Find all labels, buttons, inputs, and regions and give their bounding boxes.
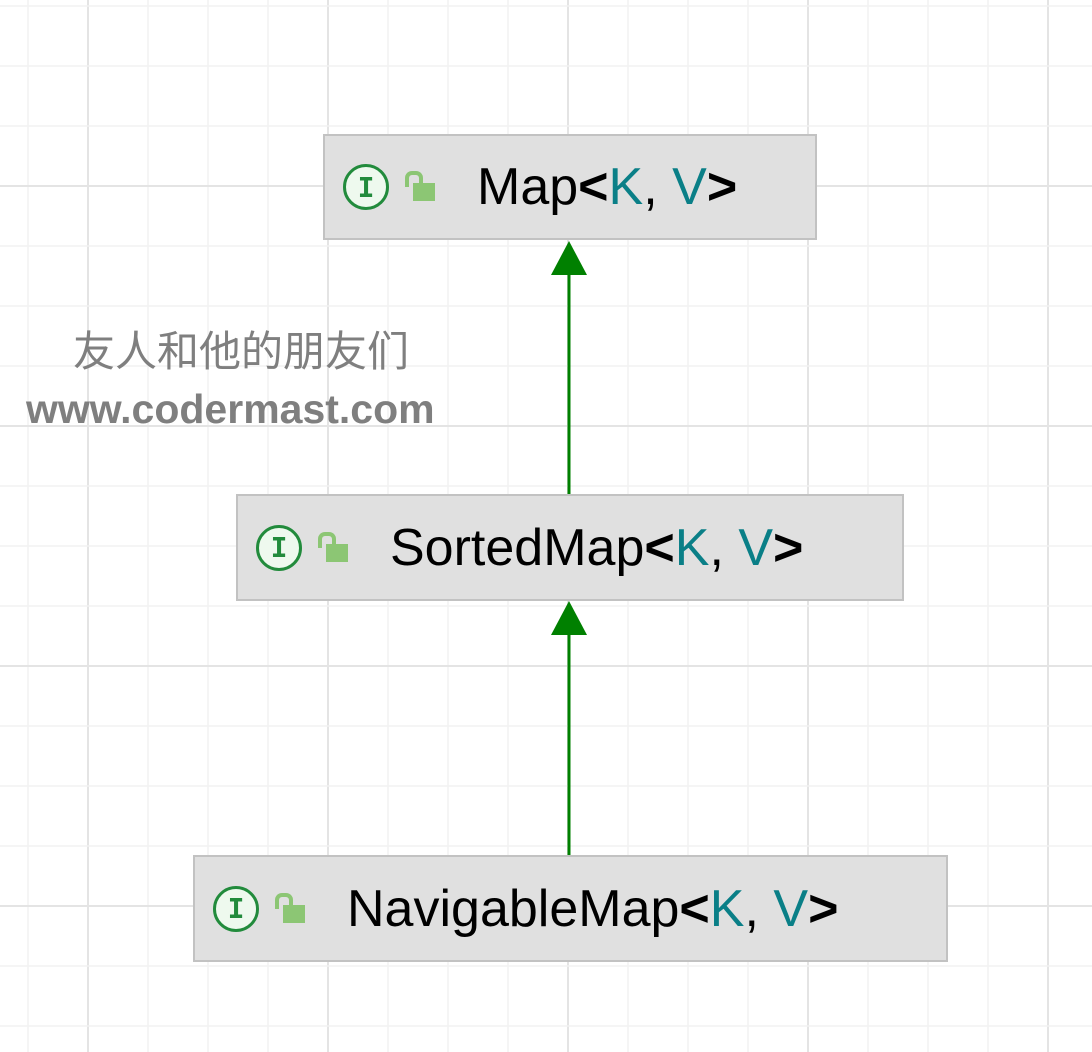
node-title: Map<K, V> xyxy=(477,158,738,216)
unlock-icon xyxy=(405,171,437,203)
node-navigablemap[interactable]: I NavigableMap<K, V> xyxy=(193,855,948,962)
watermark-line1: 友人和他的朋友们 xyxy=(73,328,410,375)
interface-icon: I xyxy=(343,164,389,210)
node-map[interactable]: I Map<K, V> xyxy=(323,134,817,240)
node-title: NavigableMap<K, V> xyxy=(347,879,839,938)
node-sortedmap[interactable]: I SortedMap<K, V> xyxy=(236,494,904,601)
arrowhead-sortedmap xyxy=(551,601,587,635)
node-title: SortedMap<K, V> xyxy=(390,518,804,577)
arrowhead-map xyxy=(551,241,587,275)
interface-icon: I xyxy=(213,885,259,932)
interface-icon: I xyxy=(256,524,302,571)
unlock-icon xyxy=(275,892,307,925)
watermark-line2: www.codermast.com xyxy=(26,386,435,432)
unlock-icon xyxy=(318,531,350,564)
